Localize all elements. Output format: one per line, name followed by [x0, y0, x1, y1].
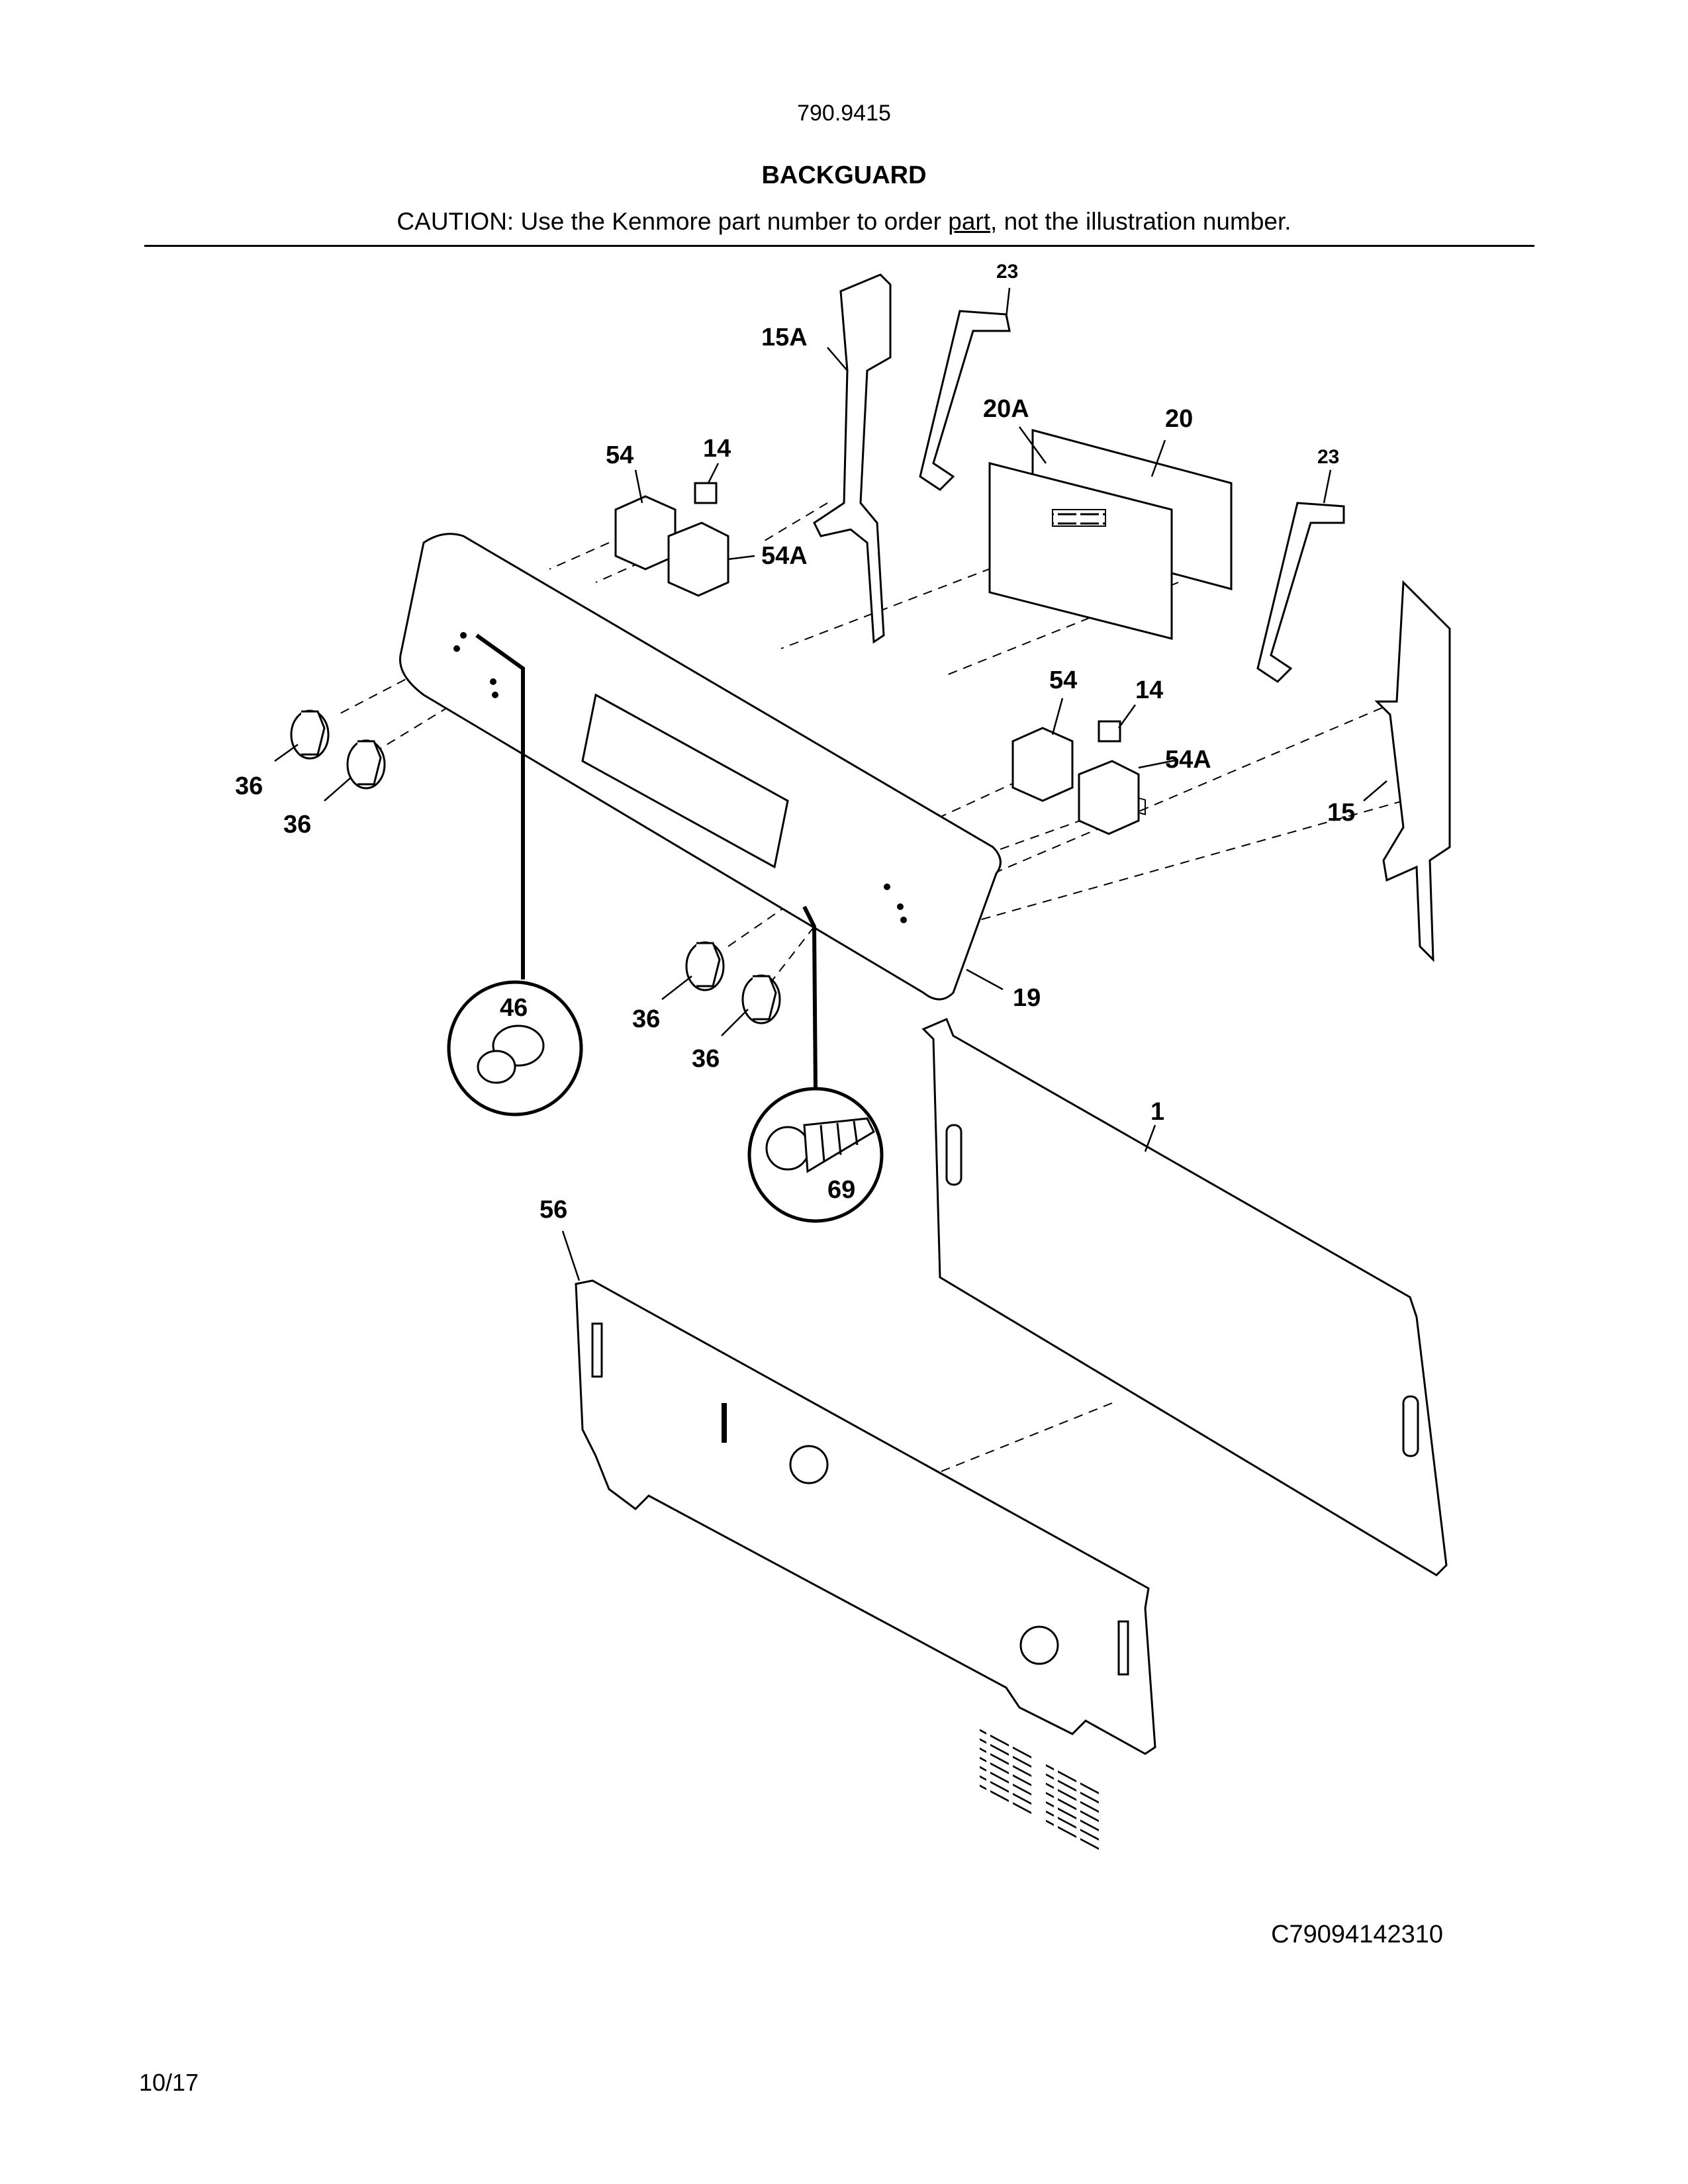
- lower-panel-slot-right: [1117, 1620, 1129, 1676]
- trim-bracket-23-top: [919, 310, 1011, 491]
- knob-36-d: [741, 974, 781, 1024]
- callout-1: 1: [1150, 1098, 1164, 1126]
- callout-36-c: 36: [632, 1005, 660, 1033]
- side-bracket-15: [1374, 580, 1451, 962]
- callout-23-top: 23: [996, 261, 1018, 283]
- rear-panel-slot-right: [1402, 1395, 1419, 1457]
- callout-56: 56: [539, 1196, 567, 1224]
- callout-54a-upper: 54A: [761, 542, 808, 570]
- callout-20a: 20A: [983, 395, 1029, 423]
- indicator-lamp-14-upper: [694, 482, 718, 504]
- callout-leaders: [274, 287, 1387, 1281]
- knob-36-a: [290, 709, 330, 760]
- infinite-switch-54-upper: [614, 495, 677, 570]
- rear-panel-slot-left: [945, 1124, 962, 1186]
- callout-54a-lower: 54A: [1165, 746, 1211, 774]
- callout-36-b: 36: [283, 811, 311, 839]
- assembly-guides: [337, 502, 1404, 1483]
- callout-14-lower: 14: [1135, 676, 1163, 704]
- model-number: 790.9415: [797, 101, 891, 126]
- detail-69-leader: [802, 905, 818, 1093]
- callout-19: 19: [1013, 984, 1041, 1012]
- header-rule: [144, 245, 1534, 247]
- lower-panel-slot-mid: [722, 1403, 727, 1443]
- backguard-window: [581, 693, 789, 869]
- callout-69: 69: [827, 1176, 855, 1204]
- callout-46: 46: [500, 994, 528, 1022]
- indicator-lamp-14-lower: [1098, 720, 1121, 743]
- backguard-holes: [453, 632, 907, 923]
- caution-note: CAUTION: Use the Kenmore part number to …: [0, 208, 1688, 236]
- page-reference: 10/17: [139, 2069, 199, 2096]
- callout-15: 15: [1327, 799, 1355, 827]
- infinite-switch-54a-upper: [667, 522, 729, 597]
- section-title: BACKGUARD: [761, 161, 927, 189]
- callout-36-a: 36: [235, 772, 263, 800]
- lower-panel-56: [575, 1279, 1156, 1755]
- caution-prefix: CAUTION: Use the Kenmore part number to …: [397, 208, 949, 235]
- plug-46: [477, 1024, 545, 1084]
- callout-54-lower: 54: [1049, 666, 1077, 694]
- screw-69: [765, 1117, 875, 1173]
- rear-panel-1: [921, 1018, 1448, 1576]
- infinite-switch-54-lower: [1011, 727, 1074, 802]
- callout-54-upper: 54: [606, 441, 633, 469]
- callout-23-right: 23: [1317, 446, 1339, 468]
- lower-panel-hole-left: [789, 1445, 829, 1484]
- callout-14-upper: 14: [703, 435, 731, 463]
- callout-36-d: 36: [692, 1045, 720, 1073]
- lower-panel-slot-left: [591, 1322, 603, 1378]
- infinite-switch-54a-lower: [1078, 760, 1140, 835]
- control-overlay-20a: [988, 462, 1173, 640]
- caution-suffix: , not the illustration number.: [990, 208, 1291, 235]
- lower-panel-hole-right: [1019, 1625, 1059, 1665]
- overlay-window: [1052, 509, 1106, 527]
- knob-36-c: [685, 941, 725, 991]
- detail-46-leader: [475, 633, 525, 979]
- callout-15a: 15A: [761, 324, 808, 351]
- knob-36-b: [346, 739, 386, 790]
- callout-20: 20: [1165, 405, 1193, 433]
- caution-underlined: part: [948, 208, 991, 235]
- side-bracket-15a: [813, 273, 892, 644]
- document-code: C79094142310: [1271, 1921, 1443, 1948]
- trim-bracket-23-right: [1256, 502, 1345, 683]
